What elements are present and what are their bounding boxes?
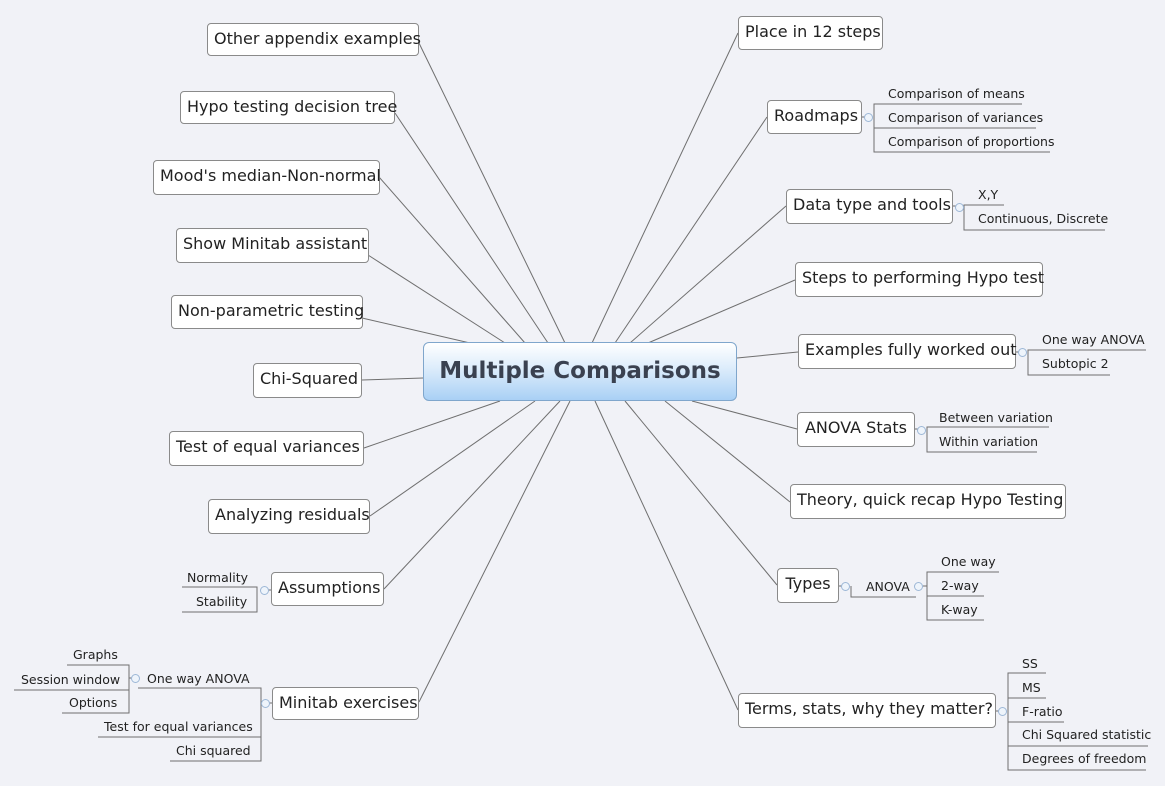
subtopic-test-for-equal-variances[interactable]: Test for equal variances: [104, 719, 253, 734]
collapse-one-way-anova-icon[interactable]: [131, 674, 140, 683]
subtopic-comparison-of-means[interactable]: Comparison of means: [888, 86, 1025, 101]
subtopic-session-window[interactable]: Session window: [21, 672, 121, 687]
topic-test-of-equal-variances[interactable]: Test of equal variances: [169, 431, 364, 466]
connector-line: [361, 317, 471, 344]
connector-line: [850, 586, 916, 598]
connector-line: [926, 426, 1049, 430]
connector-line: [417, 40, 566, 344]
subtopic-comparison-of-proportions[interactable]: Comparison of proportions: [888, 134, 1055, 149]
subtopic-anova[interactable]: ANOVA: [866, 579, 910, 594]
connector-line: [1007, 711, 1146, 771]
topic-roadmaps[interactable]: Roadmaps: [767, 100, 862, 134]
connector-line: [594, 400, 739, 711]
connector-line: [624, 400, 778, 586]
collapse-data-type-icon[interactable]: [955, 203, 964, 212]
subtopic-degrees-of-freedom[interactable]: Degrees of freedom: [1022, 751, 1147, 766]
subtopic-k-way[interactable]: K-way: [941, 602, 978, 617]
connector-line: [394, 112, 549, 344]
connector-line: [873, 117, 1050, 153]
subtopic-one-way-anova[interactable]: One way ANOVA: [147, 671, 250, 686]
topic-steps-to-performing-hypo-test[interactable]: Steps to performing Hypo test: [795, 262, 1044, 297]
topic-place-in-12-steps[interactable]: Place in 12 steps: [738, 16, 883, 50]
subtopic-one-way[interactable]: One way: [941, 554, 996, 569]
subtopic-ss[interactable]: SS: [1022, 656, 1038, 671]
subtopic-f-ratio[interactable]: F-ratio: [1022, 704, 1063, 719]
connector-line: [378, 176, 526, 344]
connector-line: [873, 103, 1022, 117]
connector-line: [363, 400, 501, 449]
connector-line: [369, 400, 536, 517]
topic-show-minitab-assistant[interactable]: Show Minitab assistant: [176, 228, 369, 263]
connector-line: [591, 32, 739, 344]
topic-assumptions[interactable]: Assumptions: [271, 572, 384, 606]
topic-examples-fully-worked-out[interactable]: Examples fully worked out: [798, 334, 1017, 369]
connector-line: [923, 571, 999, 587]
subtopic-options[interactable]: Options: [69, 695, 118, 710]
collapse-minitab-exercises-icon[interactable]: [261, 699, 270, 708]
subtopic-comparison-of-variances[interactable]: Comparison of variances: [888, 110, 1044, 125]
subtopic-normality[interactable]: Normality: [187, 570, 248, 585]
collapse-assumptions-icon[interactable]: [260, 586, 269, 595]
subtopic-between-variation[interactable]: Between variation: [939, 410, 1053, 425]
topic-data-type-and-tools[interactable]: Data type and tools: [786, 189, 953, 224]
topic-anova-stats[interactable]: ANOVA Stats: [797, 412, 915, 447]
subtopic-chi-squared[interactable]: Chi squared: [176, 743, 251, 758]
connector-line: [182, 586, 258, 590]
topic-theory-quick-recap[interactable]: Theory, quick recap Hypo Testing: [790, 484, 1066, 519]
connector-line: [629, 205, 787, 344]
subtopic-2-way[interactable]: 2-way: [941, 578, 979, 593]
connector-line: [1007, 697, 1046, 711]
connector-line: [1027, 352, 1110, 376]
collapse-anova-stats-icon[interactable]: [917, 426, 926, 435]
connector-line: [367, 254, 506, 344]
connector-line: [418, 400, 571, 703]
topic-moods-median[interactable]: Mood's median-Non-normal: [153, 160, 381, 195]
collapse-examples-icon[interactable]: [1018, 348, 1027, 357]
connector-line: [182, 590, 258, 613]
topic-non-parametric-testing[interactable]: Non-parametric testing: [171, 295, 364, 329]
topic-other-appendix-examples[interactable]: Other appendix examples: [207, 23, 421, 56]
topic-types[interactable]: Types: [777, 568, 839, 603]
topic-hypo-testing-decision-tree[interactable]: Hypo testing decision tree: [180, 91, 397, 124]
connector-line: [383, 400, 561, 590]
connector-line: [170, 703, 262, 762]
subtopic-continuous-discrete[interactable]: Continuous, Discrete: [978, 211, 1109, 226]
connector-line: [963, 204, 1004, 207]
subtopic-chi-squared-statistic[interactable]: Chi Squared statistic: [1022, 727, 1152, 742]
topic-minitab-exercises[interactable]: Minitab exercises: [272, 687, 419, 720]
subtopic-graphs[interactable]: Graphs: [73, 647, 118, 662]
central-topic[interactable]: Multiple Comparisons: [423, 342, 737, 401]
topic-terms-stats[interactable]: Terms, stats, why they matter?: [738, 693, 996, 728]
connector-line: [614, 116, 768, 344]
subtopic-ms[interactable]: MS: [1022, 680, 1041, 695]
connector-line: [926, 430, 1037, 453]
subtopic-xy[interactable]: X,Y: [978, 187, 999, 202]
subtopic-stability[interactable]: Stability: [196, 594, 248, 609]
collapse-types-icon[interactable]: [841, 582, 850, 591]
connector-line: [62, 690, 130, 714]
collapse-terms-icon[interactable]: [998, 707, 1007, 716]
collapse-anova-icon[interactable]: [914, 582, 923, 591]
connector-line: [736, 351, 799, 359]
subtopic-within-variation[interactable]: Within variation: [939, 434, 1039, 449]
connector-line: [138, 687, 262, 703]
subtopic-examples-one-way-anova[interactable]: One way ANOVA: [1042, 332, 1145, 347]
connector-line: [647, 279, 796, 344]
connector-line: [691, 400, 798, 430]
connector-line: [1027, 349, 1146, 352]
connector-line: [963, 207, 1105, 231]
connector-line: [664, 400, 791, 503]
collapse-roadmaps-icon[interactable]: [864, 113, 873, 122]
subtopic-subtopic-2[interactable]: Subtopic 2: [1042, 356, 1109, 371]
topic-chi-squared[interactable]: Chi-Squared: [253, 363, 362, 398]
connector-line: [361, 377, 424, 381]
connector-line: [926, 596, 984, 621]
topic-analyzing-residuals[interactable]: Analyzing residuals: [208, 499, 370, 534]
